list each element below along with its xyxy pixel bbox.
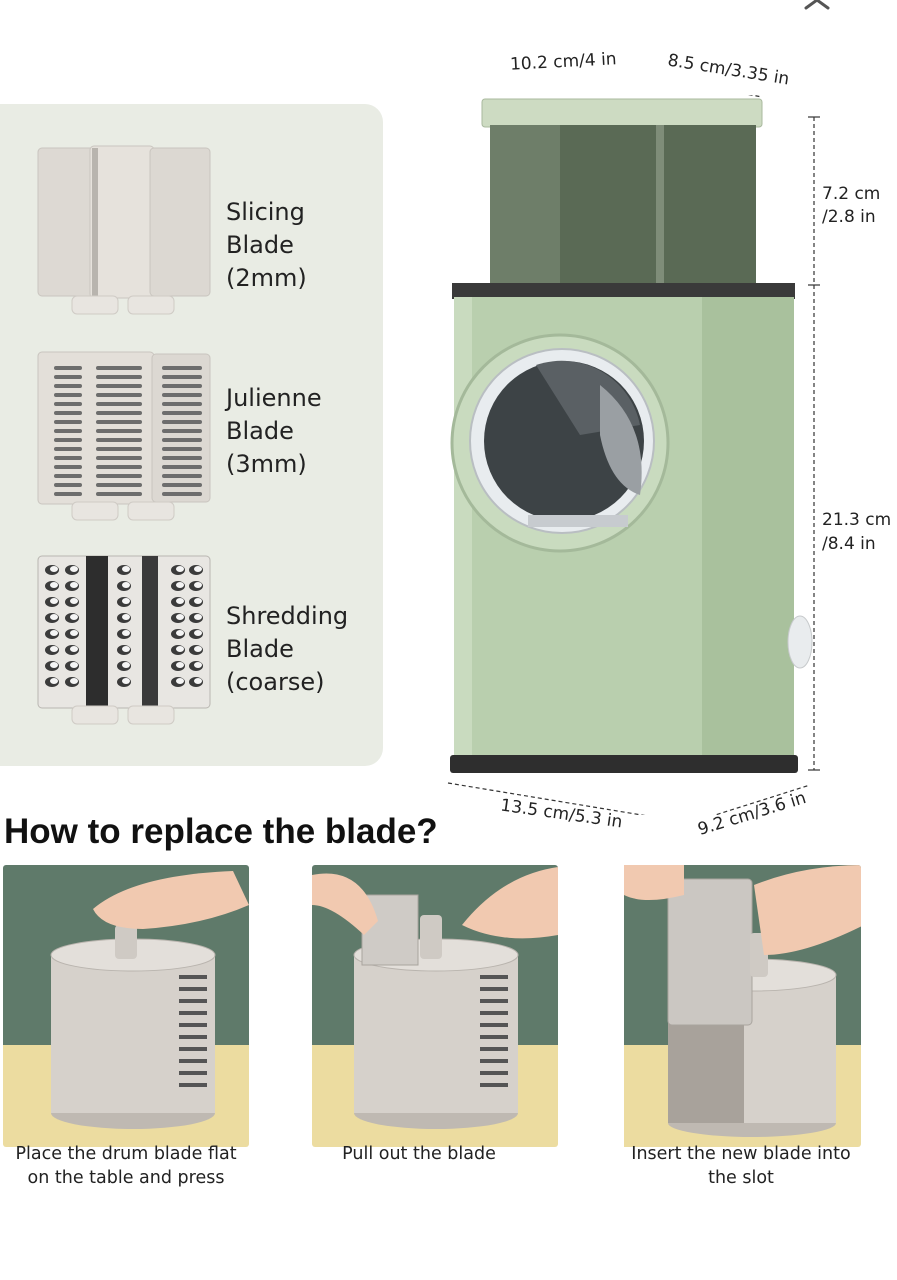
hopper-height-in-label: /2.8 in bbox=[822, 207, 876, 227]
step-3-caption: Insert the new blade into the slot bbox=[631, 1144, 851, 1188]
grater-product-image bbox=[447, 95, 820, 815]
total-height-cm-label: 21.3 cm bbox=[822, 510, 892, 530]
slicing-blade-label: Slicing Blade (2mm) bbox=[226, 198, 307, 292]
blade-types-panel: Slicing Blade (2mm) Julienne Blade (3mm)… bbox=[0, 104, 383, 766]
replace-blade-heading: How to replace the blade? bbox=[4, 812, 438, 851]
step-1-photo bbox=[3, 865, 249, 1147]
slicing-blade-image bbox=[37, 145, 211, 315]
step-2-photo bbox=[312, 865, 558, 1147]
top-depth-label: 8.5 cm/3.35 in bbox=[666, 50, 791, 90]
step-1-caption: Place the drum blade flat on the table a… bbox=[15, 1144, 237, 1188]
top-width-label: 10.2 cm/4 in bbox=[509, 49, 618, 75]
julienne-blade-image bbox=[37, 351, 211, 521]
hopper-height-cm-label: 7.2 cm bbox=[822, 184, 881, 204]
close-icon[interactable] bbox=[802, 0, 832, 12]
step-2-caption: Pull out the blade bbox=[342, 1144, 496, 1164]
shredding-blade-image bbox=[37, 555, 211, 725]
shredding-blade-label: Shredding Blade (coarse) bbox=[226, 602, 349, 696]
step-3-photo bbox=[621, 865, 861, 1147]
julienne-blade-label: Julienne Blade (3mm) bbox=[226, 384, 322, 478]
total-height-in-label: /8.4 in bbox=[822, 534, 876, 554]
